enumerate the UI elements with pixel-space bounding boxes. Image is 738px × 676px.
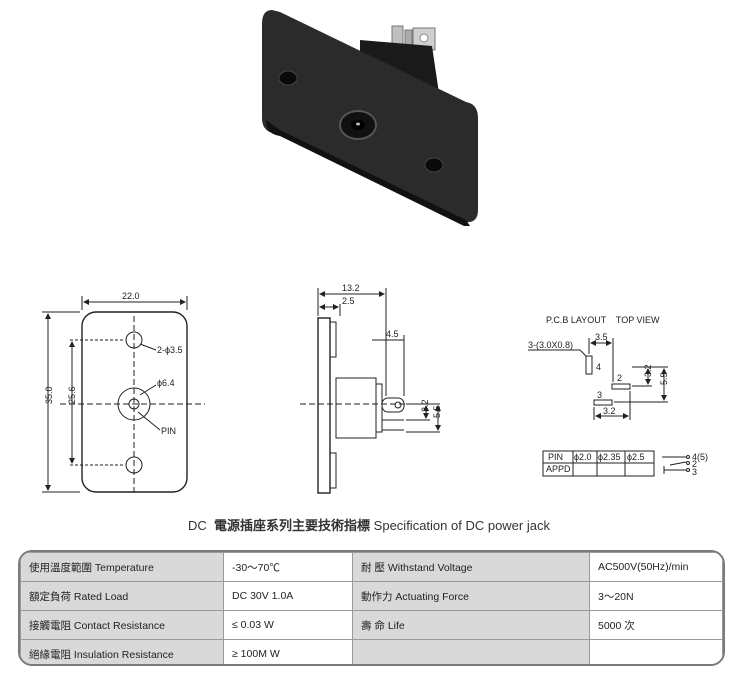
spec-value: ≥ 100M W bbox=[223, 639, 353, 664]
spec-label: 壽 命 Life bbox=[352, 610, 590, 640]
pcb-d1: 3.5 bbox=[595, 332, 608, 342]
spec-value: AC500V(50Hz)/min bbox=[589, 552, 723, 582]
technical-drawing: 22.0 35.0 25.6 2-ϕ3.5 ϕ6.4 PIN 13.2 2.5 … bbox=[42, 283, 708, 496]
pcb-pad1: 4 bbox=[596, 362, 601, 372]
pcb-caption: P.C.B LAYOUT TOP VIEW bbox=[546, 315, 660, 325]
pcb-d4: 3.2 bbox=[603, 406, 616, 416]
pin-table-head-2: ϕ2.35 bbox=[598, 452, 621, 462]
pin-table-head-1: ϕ2.0 bbox=[574, 452, 592, 462]
spec-value: ≤ 0.03 W bbox=[223, 610, 353, 640]
mount-hole-icon bbox=[278, 70, 298, 86]
spec-value: 5000 次 bbox=[589, 610, 723, 640]
pcb-pad3: 3 bbox=[597, 390, 602, 400]
spec-value: 3～20N bbox=[589, 581, 723, 611]
schematic-label-2: 2 bbox=[692, 459, 697, 469]
spec-label: 使用溫度範圍 Temperature bbox=[20, 552, 224, 582]
pcb-pad2: 2 bbox=[617, 373, 622, 383]
table-row: 使用溫度範圍 Temperature -30～70℃ 耐 壓 Withstand… bbox=[20, 552, 723, 582]
side-flange-label: 2.5 bbox=[342, 296, 355, 306]
switch-schematic-icon bbox=[662, 455, 690, 474]
pin-table-head-0: PIN bbox=[548, 452, 563, 462]
side-view bbox=[300, 288, 441, 494]
spec-label: 接觸電阻 Contact Resistance bbox=[20, 610, 224, 640]
spec-label: 絕緣電阻 Insulation Resistance bbox=[20, 639, 224, 664]
front-height-label: 35.0 bbox=[44, 386, 54, 404]
table-row: 絕緣電阻 Insulation Resistance ≥ 100M W bbox=[20, 639, 723, 664]
pin-table-head-3: ϕ2.5 bbox=[627, 452, 645, 462]
spec-table: 使用溫度範圍 Temperature -30～70℃ 耐 壓 Withstand… bbox=[18, 550, 725, 666]
table-row: 額定負荷 Rated Load DC 30V 1.0A 動作力 Actuatin… bbox=[20, 581, 723, 611]
title-english: Specification of DC power jack bbox=[373, 518, 550, 533]
front-jack-dia: ϕ6.4 bbox=[157, 378, 175, 388]
spec-value bbox=[589, 639, 723, 664]
table-row: 接觸電阻 Contact Resistance ≤ 0.03 W 壽 命 Lif… bbox=[20, 610, 723, 640]
spec-label: 動作力 Actuating Force bbox=[352, 581, 590, 611]
front-width-label: 22.0 bbox=[122, 291, 140, 301]
front-hole-note: 2-ϕ3.5 bbox=[157, 345, 183, 355]
product-photo bbox=[262, 10, 478, 226]
side-depth-label: 13.2 bbox=[342, 283, 360, 293]
spec-value: -30～70℃ bbox=[223, 552, 353, 582]
pcb-d2: 3.2 bbox=[643, 364, 653, 377]
schematic-label-4: 4(5) bbox=[692, 452, 708, 462]
pcb-layout bbox=[528, 338, 668, 420]
front-pitch-label: 25.6 bbox=[67, 386, 77, 404]
front-pin-label: PIN bbox=[161, 426, 176, 436]
pin-table bbox=[542, 450, 655, 477]
side-pin-h1-label: 3.2 bbox=[420, 399, 430, 412]
title-prefix: DC bbox=[188, 518, 207, 533]
pin-table-row-0: APPD bbox=[546, 464, 571, 474]
schematic-label-3: 3 bbox=[692, 467, 697, 477]
front-view bbox=[42, 296, 205, 496]
spec-label: 耐 壓 Withstand Voltage bbox=[352, 552, 590, 582]
spec-label: 額定負荷 Rated Load bbox=[20, 581, 224, 611]
side-pin-h2-label: 5.5 bbox=[432, 405, 442, 418]
side-terminal-label: 4.5 bbox=[386, 329, 399, 339]
spec-value: DC 30V 1.0A bbox=[223, 581, 353, 611]
title-chinese: 電源插座系列主要技術指標 bbox=[214, 518, 371, 533]
mount-hole-icon bbox=[424, 157, 444, 173]
pcb-slot-note: 3-(3.0X0.8) bbox=[528, 340, 573, 350]
spec-title: DC 電源插座系列主要技術指標 Specification of DC powe… bbox=[0, 515, 738, 534]
spec-label bbox=[352, 639, 590, 664]
pcb-d3: 5.5 bbox=[659, 372, 669, 385]
